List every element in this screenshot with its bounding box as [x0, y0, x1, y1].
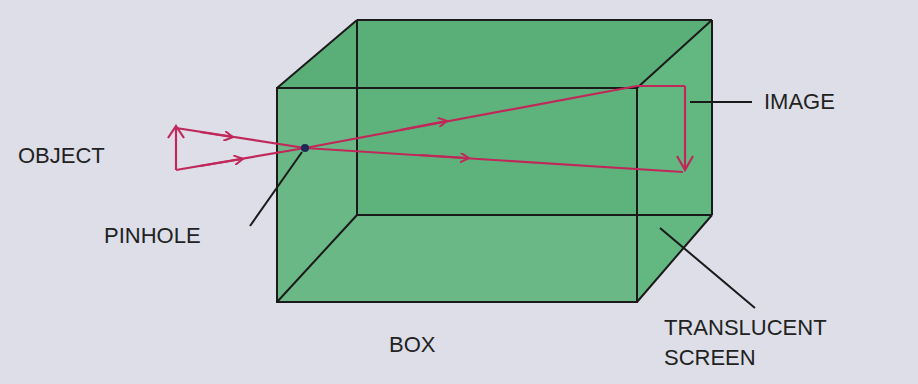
object-label: OBJECT: [18, 141, 105, 171]
box-top: [277, 20, 712, 88]
box-label: BOX: [389, 330, 435, 360]
image-label: IMAGE: [764, 87, 835, 117]
box-edges: [277, 20, 712, 302]
translucent-screen: [637, 20, 712, 302]
leader-lines: [250, 102, 755, 308]
screen-label: TRANSLUCENT SCREEN: [664, 313, 842, 373]
pinhole-dot: [301, 144, 309, 152]
light-rays: [168, 86, 693, 172]
pinhole-label: PINHOLE: [104, 221, 201, 251]
